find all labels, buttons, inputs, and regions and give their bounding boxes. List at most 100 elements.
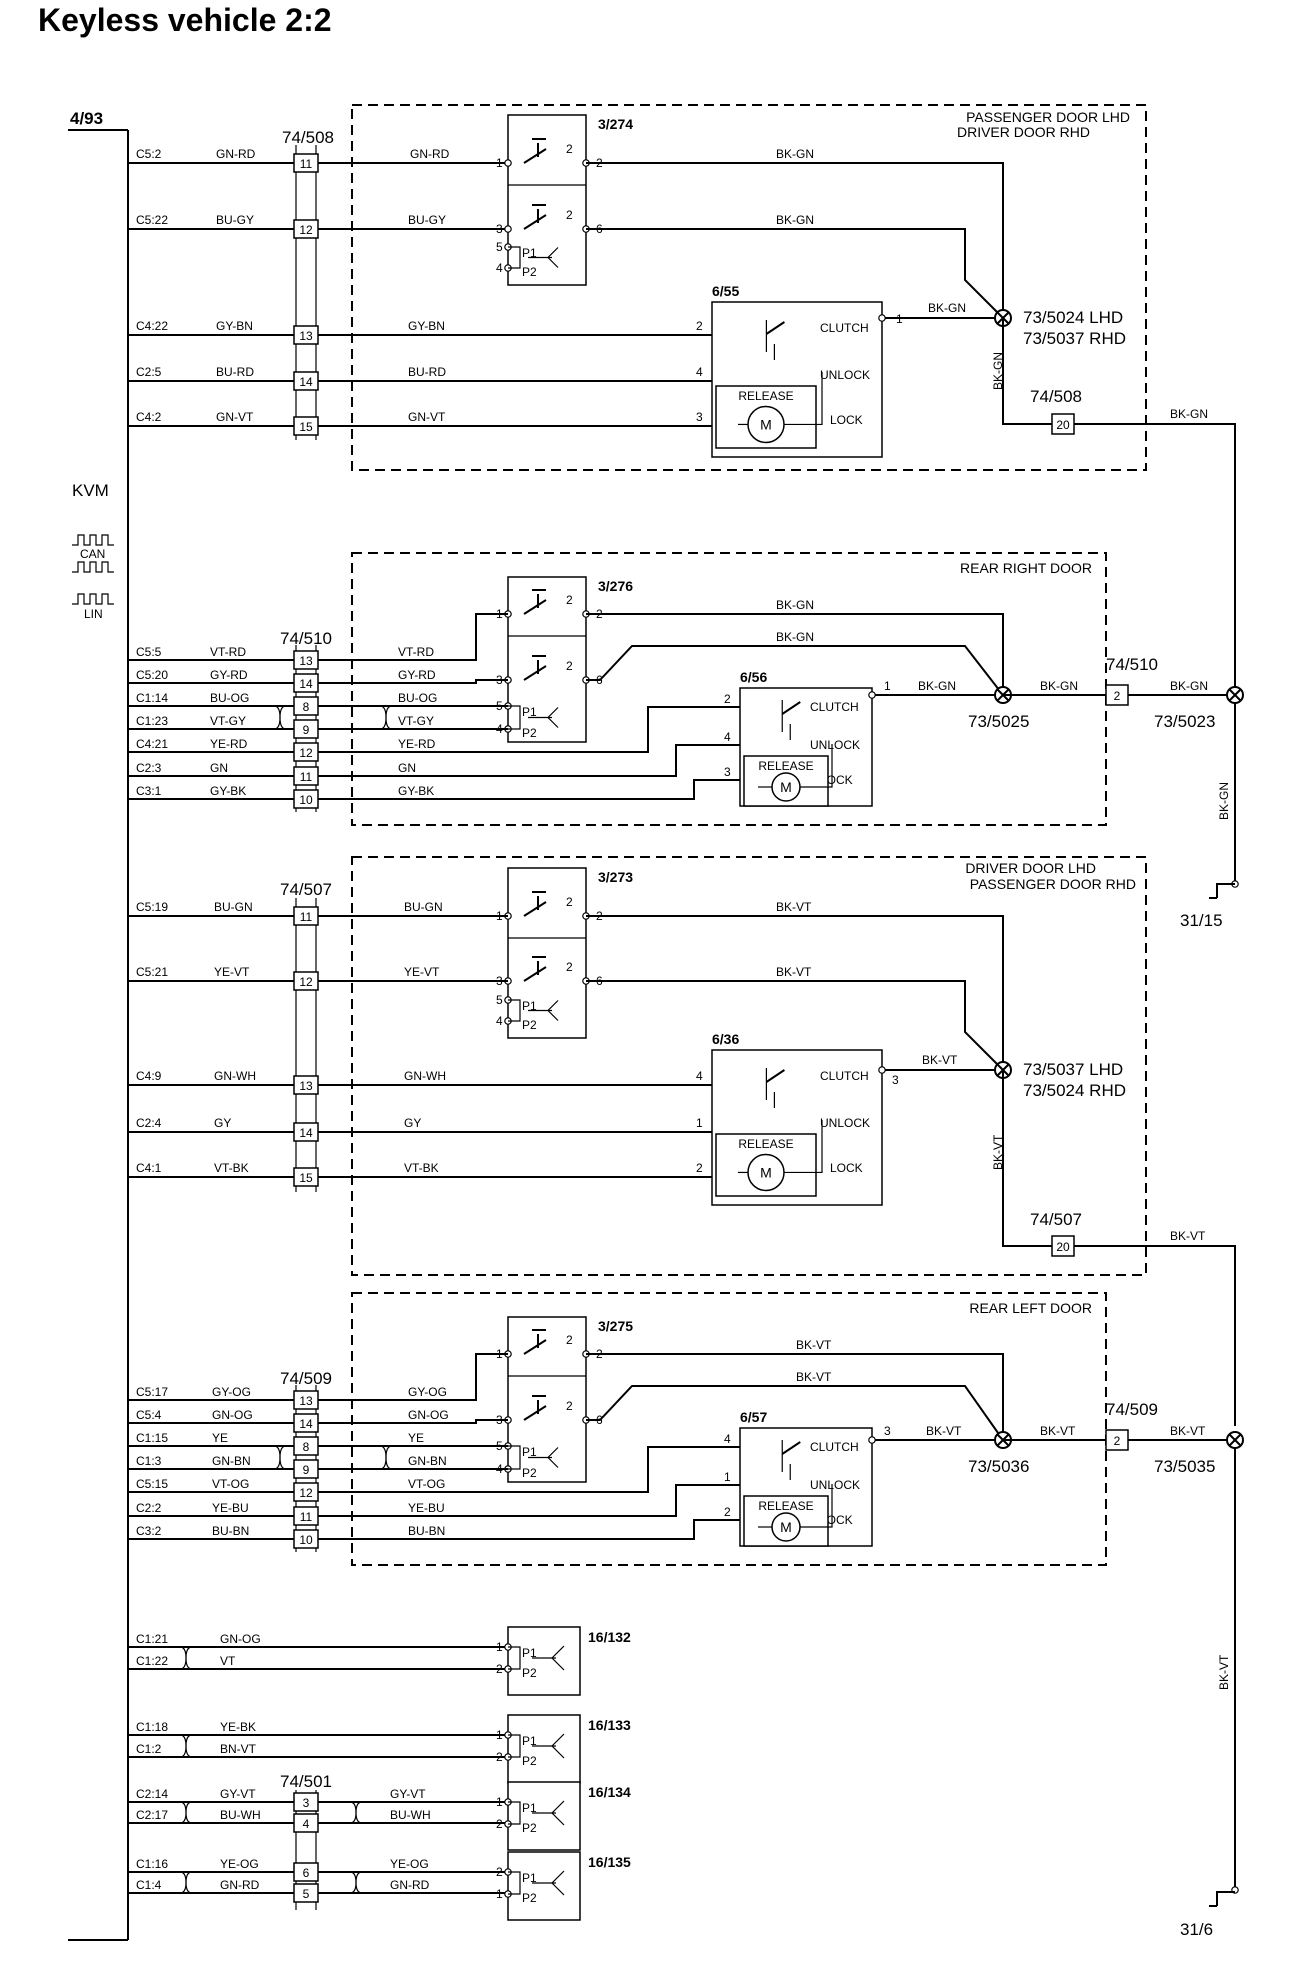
kvm-pin: C1:18 xyxy=(136,1720,168,1734)
kvm-ref: 4/93 xyxy=(70,109,103,128)
sensor-lead xyxy=(508,1445,521,1470)
pin-number: 3 xyxy=(724,765,731,779)
terminal xyxy=(504,159,512,167)
diagram-title: Keyless vehicle 2:2 xyxy=(38,2,332,38)
pin-number: 4 xyxy=(724,1432,731,1446)
ground-icon xyxy=(1209,1891,1235,1907)
pin-number: 10 xyxy=(299,793,313,807)
pin-number: 1 xyxy=(496,1795,503,1809)
pin-number: 1 xyxy=(496,156,503,170)
sensor-lead xyxy=(508,1734,521,1758)
lin-bus-icon: LIN xyxy=(72,593,114,621)
kvm-pin: C3:1 xyxy=(136,784,162,798)
wire-color: GN-WH xyxy=(404,1069,446,1083)
wire-color: GY-BK xyxy=(210,784,246,798)
wire xyxy=(318,779,740,800)
motor-label: M xyxy=(780,1519,792,1535)
wire-color: GY-OG xyxy=(408,1385,447,1399)
splice-cross xyxy=(1228,1433,1242,1447)
wire-color: VT-OG xyxy=(212,1477,249,1491)
sensor-lead xyxy=(508,1801,521,1825)
pin-number: 3 xyxy=(696,410,703,424)
pin-number: 4 xyxy=(496,1014,503,1028)
kvm-pin: C5:5 xyxy=(136,645,162,659)
twist-arc xyxy=(273,705,287,730)
sensor-label: P1 xyxy=(522,1734,537,1748)
door-label: PASSENGER DOOR RHD xyxy=(970,876,1136,892)
sensor-antenna-icon xyxy=(547,247,559,268)
wire xyxy=(318,1419,508,1424)
pin-number: 3 xyxy=(496,222,503,236)
wire xyxy=(586,645,1004,696)
pin-number: 14 xyxy=(299,677,313,691)
wire-color: GY xyxy=(214,1116,231,1130)
contact-number: 2 xyxy=(566,208,573,222)
wire-color: BK-VT xyxy=(776,900,812,914)
twisted-pair-icon xyxy=(273,705,287,730)
sensor-lead xyxy=(508,1646,521,1670)
kvm-pin: C4:22 xyxy=(136,319,168,333)
pin-number: 4 xyxy=(696,1069,703,1083)
kvm-pin: C5:21 xyxy=(136,965,168,979)
wire xyxy=(318,679,508,684)
connector-id: 74/510 xyxy=(280,629,332,648)
motor-lead xyxy=(784,1120,823,1174)
pin-number: 1 xyxy=(496,1728,503,1742)
wire-color: BK-VT xyxy=(926,1424,962,1438)
antenna-icon xyxy=(551,1645,565,1671)
wire-color: BK-VT xyxy=(1170,1229,1206,1243)
pin-number: 11 xyxy=(300,770,313,784)
connector-id: 74/508 xyxy=(1030,387,1082,406)
wire-color: YE-VT xyxy=(214,965,250,979)
sensor-label: P2 xyxy=(522,1666,537,1680)
sensor-label: P2 xyxy=(522,1891,537,1905)
wire-color: GY-RD xyxy=(210,668,248,682)
door-label: REAR LEFT DOOR xyxy=(969,1300,1092,1316)
pin-number: 9 xyxy=(303,723,310,737)
wire-color: GN-RD xyxy=(216,147,256,161)
switch-contact xyxy=(523,1339,547,1355)
terminal xyxy=(504,225,512,233)
component-id: 16/132 xyxy=(588,1629,631,1645)
can-label: CAN xyxy=(80,547,105,561)
door-label: PASSENGER DOOR LHD xyxy=(966,109,1130,125)
wire-color: BK-GN xyxy=(928,301,966,315)
antenna-body xyxy=(507,1851,581,1921)
pin-number: 2 xyxy=(696,1161,703,1175)
wire-color: BK-VT xyxy=(1040,1424,1076,1438)
pin-number: 12 xyxy=(299,746,313,760)
pin-number: 14 xyxy=(299,1417,313,1431)
splice-id: 73/5035 xyxy=(1154,1457,1215,1476)
wire-color: VT-BK xyxy=(404,1161,439,1175)
wire-color: VT-RD xyxy=(210,645,246,659)
switch-contact xyxy=(523,1405,547,1421)
wire-color: GY-BN xyxy=(216,319,253,333)
connector-id: 74/509 xyxy=(1106,1400,1158,1419)
antenna-body xyxy=(507,1626,581,1696)
wire-color: BU-BN xyxy=(408,1524,445,1538)
wire-color: BU-WH xyxy=(220,1808,261,1822)
pin-number: 11 xyxy=(300,910,313,924)
wire xyxy=(586,228,1004,319)
kvm-pin: C5:20 xyxy=(136,668,168,682)
twisted-pair-icon xyxy=(349,1801,363,1824)
pin-number: 5 xyxy=(303,1887,310,1901)
wire-color: VT xyxy=(220,1654,236,1668)
terminal xyxy=(878,1066,886,1074)
wire-color: BU-RD xyxy=(408,365,446,379)
kvm-pin: C2:5 xyxy=(136,365,162,379)
switch-body xyxy=(507,867,587,1039)
wire-color: BU-BN xyxy=(212,1524,249,1538)
wire-color: GN-VT xyxy=(216,410,254,424)
contact-number: 2 xyxy=(566,960,573,974)
pin-number: 8 xyxy=(303,1440,310,1454)
switch-contact xyxy=(523,901,547,917)
splice-id: 73/5024 RHD xyxy=(1023,1081,1126,1100)
kvm-pin: C4:1 xyxy=(136,1161,162,1175)
twist-arc xyxy=(349,1801,363,1824)
kvm-pin: C3:2 xyxy=(136,1524,162,1538)
pin-number: 2 xyxy=(696,319,703,333)
